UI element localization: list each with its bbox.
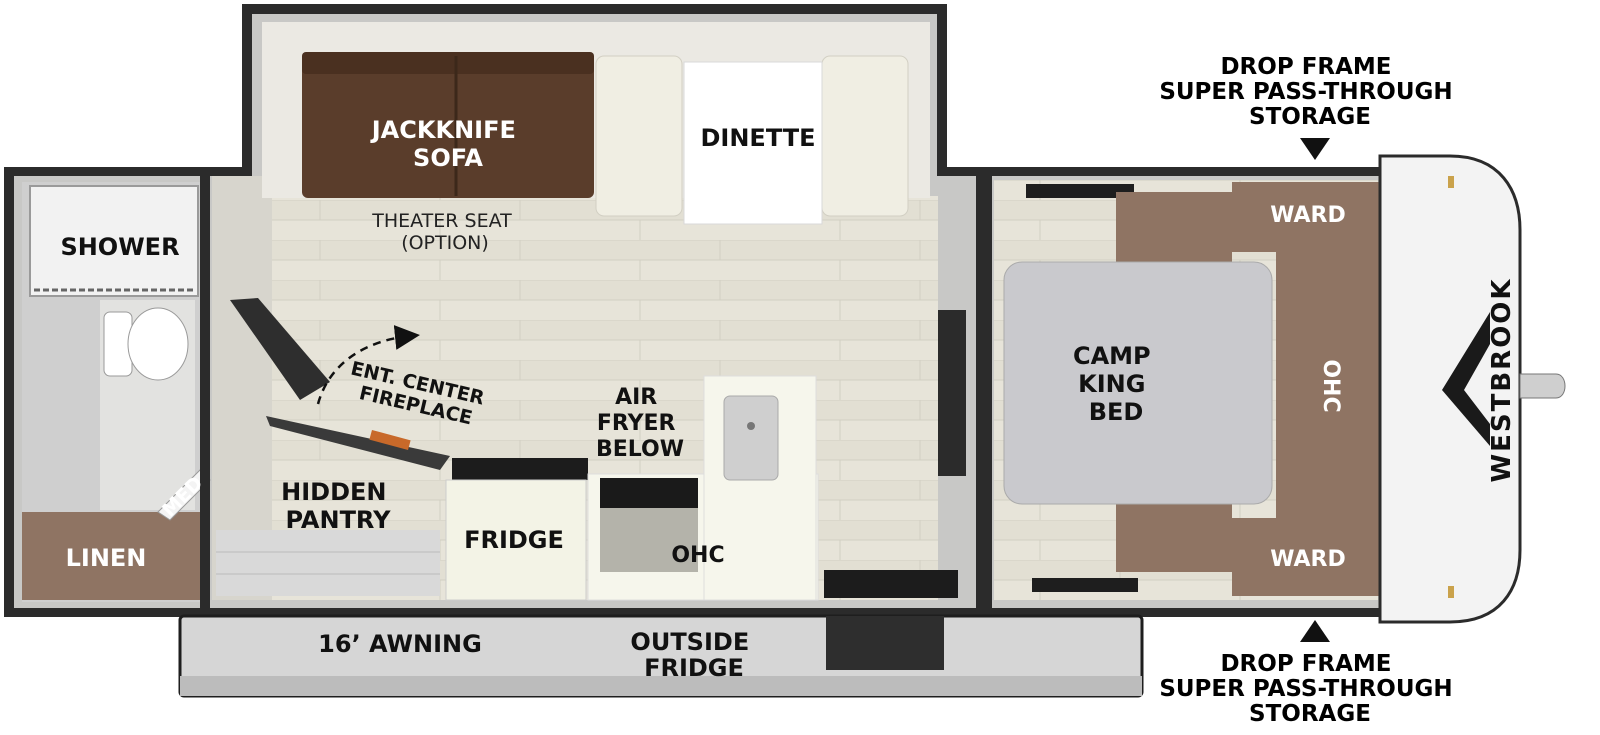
bedroom-window-bottom [1032, 578, 1138, 592]
hidden-pantry-label: HIDDEN PANTRY [281, 478, 395, 534]
ward-top-label: WARD [1270, 203, 1346, 228]
fireplace [266, 416, 450, 470]
storage-arrow-bottom-icon [1300, 620, 1330, 642]
entry-area [212, 176, 272, 600]
awning-label: 16’ AWNING [318, 630, 482, 658]
air-fryer [600, 508, 698, 572]
outside-fridge-label: OUTSIDE FRIDGE [630, 628, 757, 682]
kitchen-ohc-label: OHC [671, 543, 724, 568]
brand-logo-icon [1442, 312, 1490, 446]
dinette-label: DINETTE [700, 124, 815, 152]
sofa-back [302, 52, 594, 74]
entry-steps [216, 530, 440, 596]
air-fryer-label: AIR FRYER BELOW [596, 385, 684, 462]
storage-top-label: DROP FRAME SUPER PASS-THROUGH STORAGE [1159, 54, 1460, 130]
wardrobe-top [1232, 182, 1380, 252]
marker-light-top [1448, 176, 1454, 188]
ward-bottom-label: WARD [1270, 547, 1346, 572]
bedroom-ohc-label: OHC [1318, 359, 1343, 412]
linen-label: LINEN [66, 544, 147, 572]
storage-arrow-top-icon [1300, 138, 1330, 160]
oven-door [600, 478, 698, 508]
nightstand-top [1116, 192, 1232, 264]
tongue-hitch [1519, 373, 1566, 399]
sink [723, 395, 779, 481]
brand-wordmark: WESTBROOK [1487, 277, 1517, 482]
fridge-label: FRIDGE [464, 526, 564, 554]
jackknife-sofa-label: JACKKNIFE SOFA [370, 116, 524, 172]
bath-divider-wall [200, 176, 210, 608]
dinette-table [683, 61, 823, 225]
bedroom-ohc-cabinet [1276, 252, 1380, 518]
bedroom-divider-wall [976, 170, 992, 608]
tv-wall [938, 310, 966, 476]
shower-stall [29, 185, 199, 297]
storage-bottom-label: DROP FRAME SUPER PASS-THROUGH STORAGE [1159, 651, 1460, 727]
nightstand-bottom [1116, 500, 1232, 572]
bedroom-window-top [1026, 184, 1134, 198]
dinette-bench-left [595, 55, 683, 217]
marker-light-bottom [1448, 586, 1454, 598]
shower-label: SHOWER [60, 233, 179, 261]
toilet-bowl [127, 307, 189, 381]
dinette-bench-right [821, 55, 909, 217]
linen-cabinet [22, 512, 200, 600]
sink-drain [747, 422, 755, 430]
theater-seat-label: THEATER SEAT (OPTION) [371, 210, 518, 254]
awning-shadow [180, 676, 1142, 696]
entertainment-center [230, 298, 330, 400]
camp-king-bed [1003, 261, 1273, 505]
fireplace-glow [369, 429, 411, 451]
wardrobe-bottom [1232, 518, 1380, 596]
camp-king-bed-label: CAMP KING BED [1073, 342, 1159, 426]
door-swing-arrow [316, 325, 420, 405]
cooktop [452, 458, 588, 480]
jackknife-sofa [302, 52, 594, 198]
outside-fridge-box [826, 616, 944, 670]
fridge [445, 479, 587, 601]
floor-vent [824, 570, 958, 598]
